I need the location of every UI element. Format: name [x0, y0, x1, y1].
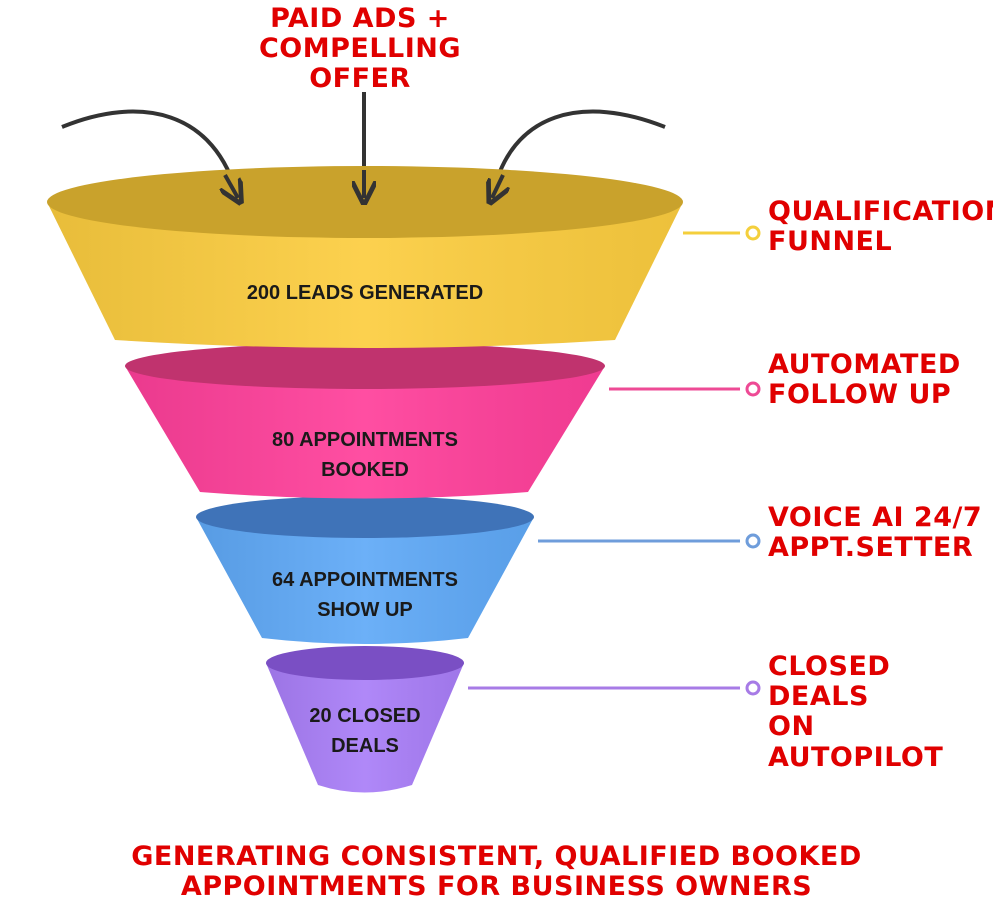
- stage-1-line-1: 200 LEADS GENERATED: [246, 282, 484, 304]
- stage-2-label: 80 APPOINTMENTS BOOKED: [215, 425, 515, 485]
- side-label-4: CLOSED DEALS ON AUTOPILOT: [768, 651, 993, 773]
- bottom-caption-line-2: APPOINTMENTS FOR BUSINESS OWNERS: [180, 871, 813, 903]
- connector-dot-icon: [745, 680, 761, 696]
- connector-2: [609, 381, 761, 397]
- stage-3-line-2: SHOW UP: [317, 599, 413, 621]
- connector-3: [538, 533, 761, 549]
- side-label-1: QUALIFICATION FUNNEL: [768, 196, 993, 258]
- side-label-2: AUTOMATED FOLLOW UP: [768, 349, 961, 411]
- stage-4-line-1: 20 CLOSED: [309, 705, 421, 727]
- stage-1-label: 200 LEADS GENERATED: [215, 278, 515, 308]
- funnel-stage-3: [196, 496, 534, 644]
- top-caption-line-2: OFFER: [309, 63, 411, 95]
- connector-dot-icon: [745, 381, 761, 397]
- side-label-2-line-1: AUTOMATED: [768, 349, 961, 380]
- connector-dot-icon: [745, 225, 761, 241]
- side-label-1-line-2: FUNNEL: [768, 226, 893, 258]
- stage-4-label: 20 CLOSED DEALS: [265, 701, 465, 761]
- connector-dot-icon: [745, 533, 761, 549]
- top-caption-line-1: PAID ADS + COMPELLING: [258, 3, 462, 65]
- side-label-3-line-2: APPT.SETTER: [768, 532, 974, 564]
- stage-3-label: 64 APPOINTMENTS SHOW UP: [215, 565, 515, 625]
- side-label-4-line-2: ON AUTOPILOT: [768, 711, 944, 773]
- funnel-stage-4: [266, 646, 464, 793]
- top-caption: PAID ADS + COMPELLING OFFER: [170, 3, 550, 95]
- stage-2-line-1: 80 APPOINTMENTS: [272, 429, 458, 451]
- side-label-3: VOICE AI 24/7 APPT.SETTER: [768, 502, 983, 564]
- left-arrow-icon: [61, 109, 238, 198]
- stage-4-line-2: DEALS: [331, 735, 399, 757]
- bottom-caption: GENERATING CONSISTENT, QUALIFIED BOOKED …: [0, 841, 993, 903]
- side-label-1-line-1: QUALIFICATION: [768, 196, 993, 227]
- connector-1: [683, 225, 761, 241]
- right-arrow-icon: [492, 109, 666, 198]
- stage-3-line-1: 64 APPOINTMENTS: [272, 569, 458, 591]
- side-label-4-line-1: CLOSED DEALS: [768, 651, 891, 713]
- funnel-stage-2: [125, 343, 605, 499]
- side-label-3-line-1: VOICE AI 24/7: [768, 502, 983, 533]
- bottom-caption-line-1: GENERATING CONSISTENT, QUALIFIED BOOKED: [131, 841, 862, 872]
- connector-4: [468, 680, 761, 696]
- stage-2-line-2: BOOKED: [321, 459, 409, 481]
- side-label-2-line-2: FOLLOW UP: [768, 379, 952, 411]
